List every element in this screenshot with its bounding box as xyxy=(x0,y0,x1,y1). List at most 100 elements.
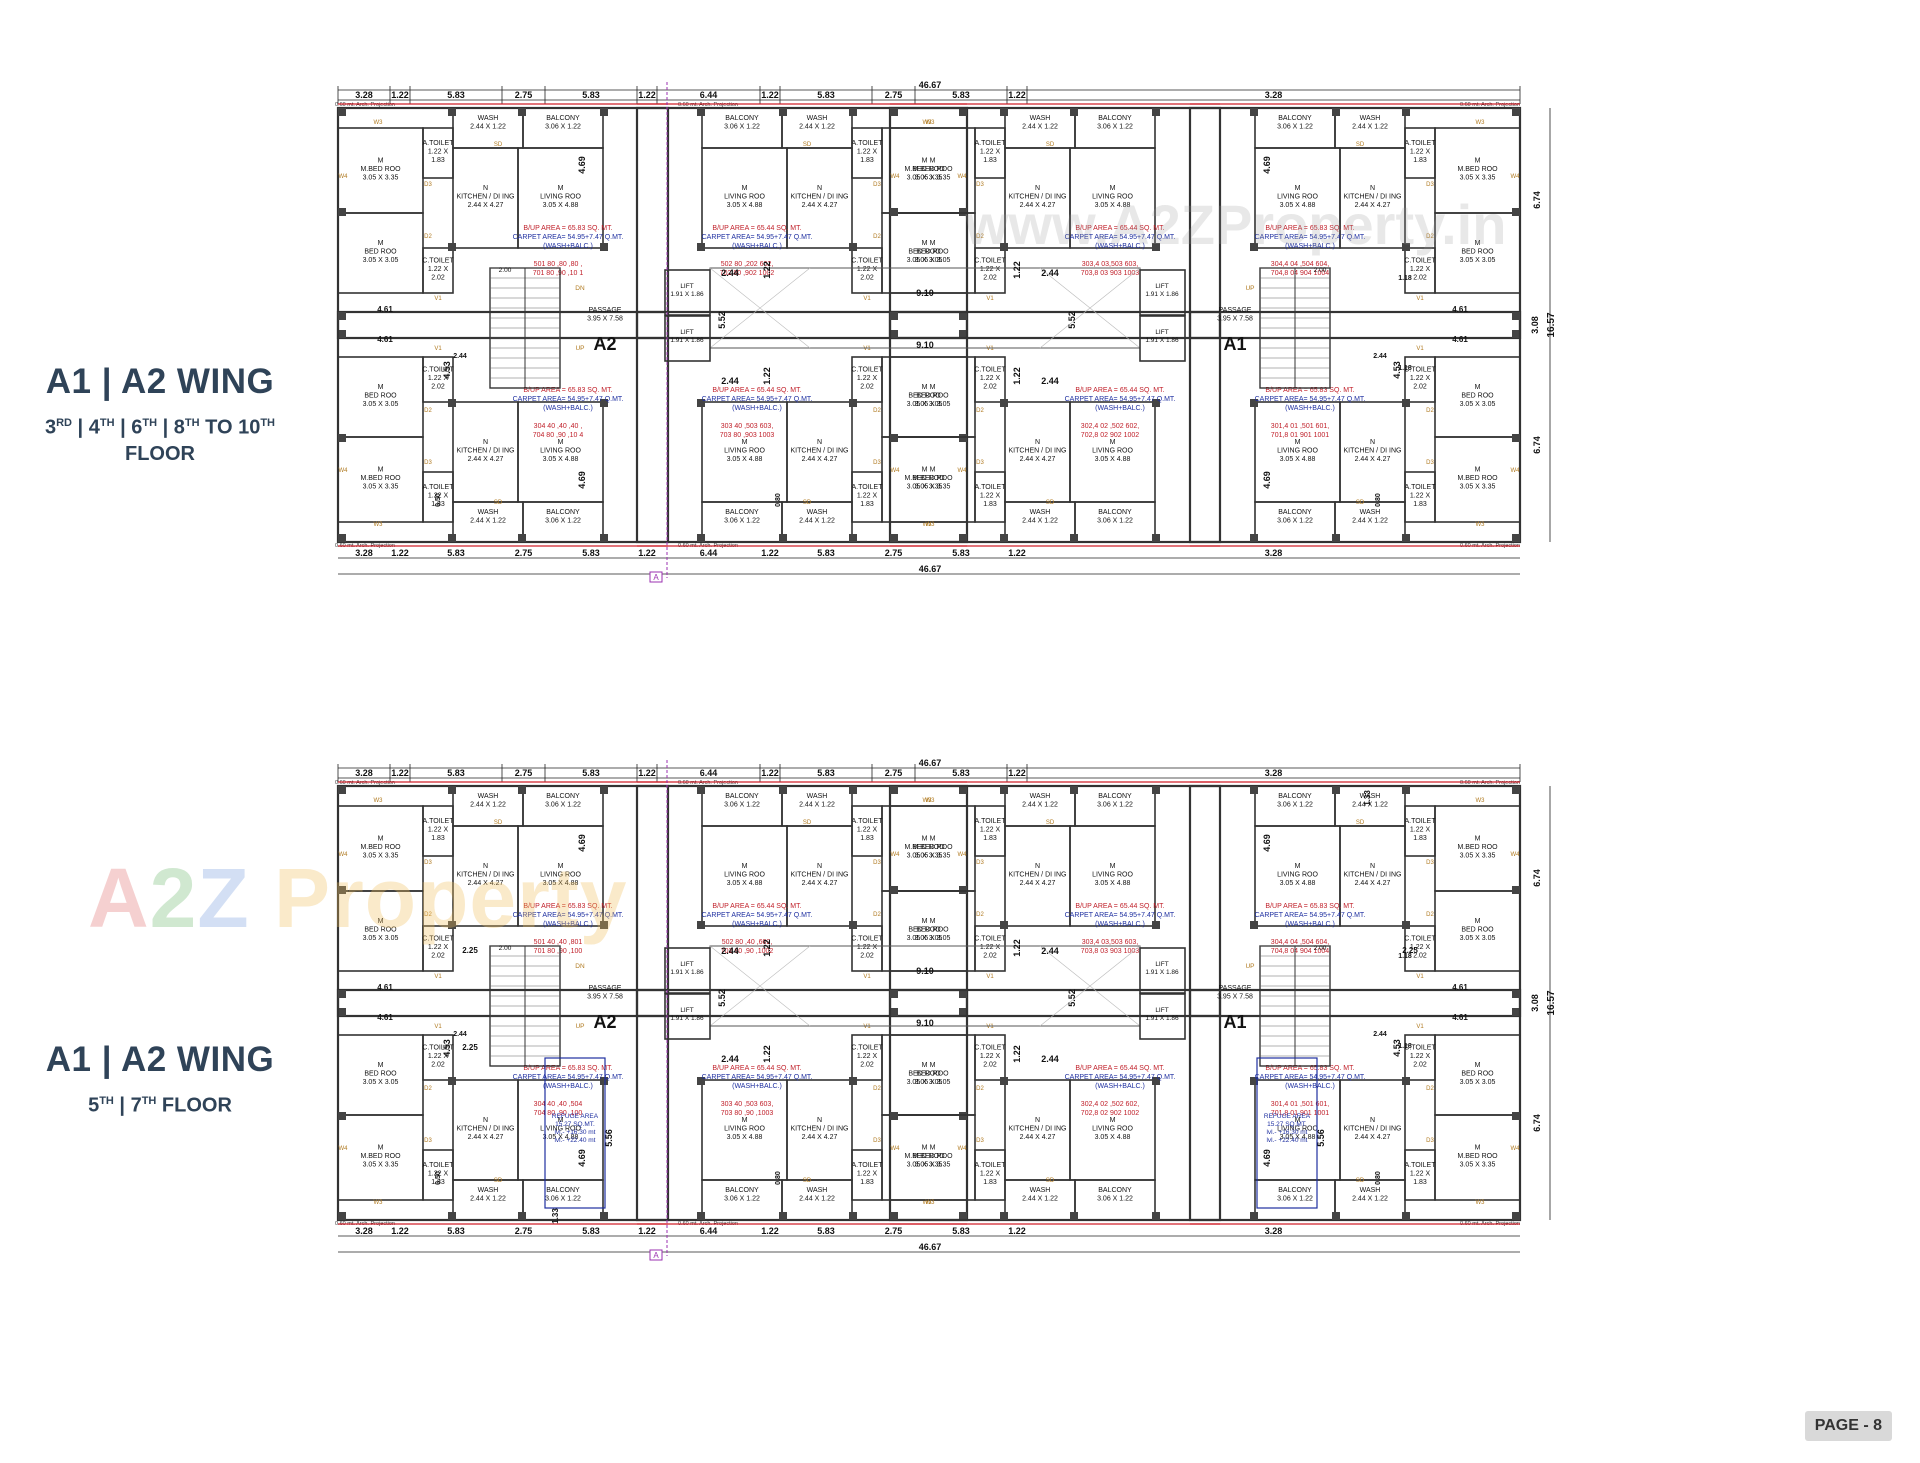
room-ctoilet xyxy=(422,1034,454,1081)
lift-shaft xyxy=(1139,269,1186,316)
flat-numbers: 501 40 ,40 ,801 xyxy=(534,939,583,946)
room-ctoilet xyxy=(974,925,1006,972)
lift-label: LIFT xyxy=(1155,1007,1168,1014)
room-label: BALCONY xyxy=(1098,1187,1132,1194)
column xyxy=(959,534,967,542)
window-label: V1 xyxy=(434,346,442,352)
room-label: M xyxy=(378,836,384,843)
column xyxy=(849,1077,857,1085)
column xyxy=(697,534,705,542)
apartment-outline xyxy=(336,784,670,1018)
column xyxy=(779,534,787,542)
segment-dimension: 3.28 xyxy=(1265,1226,1283,1236)
column xyxy=(1152,921,1160,929)
dimension-label: 1.22 xyxy=(1012,261,1022,279)
room-label: 3.05 X 3.05 xyxy=(915,935,951,942)
apartment-outline xyxy=(888,784,1222,1018)
room-living xyxy=(517,1079,604,1181)
lift-shaft xyxy=(1139,947,1186,994)
column xyxy=(1512,330,1520,338)
room-label: M xyxy=(378,240,384,247)
flat-numbers: 501 80 ,80 ,80 , xyxy=(534,261,583,268)
room-label: 2.44 X 4.27 xyxy=(468,202,504,209)
room-label: M xyxy=(1110,185,1116,192)
room-label: M xyxy=(1475,836,1481,843)
door-label: D2 xyxy=(1426,912,1434,918)
room-label: C.TOILET xyxy=(422,1045,454,1052)
arch-projection-label: 0.60 mt. Arch. Projection xyxy=(1460,780,1520,786)
room-label: M.BED ROO xyxy=(360,844,401,851)
column xyxy=(1152,399,1160,407)
column xyxy=(849,399,857,407)
refuge-area-label: 15.27 SQ.MT. xyxy=(1267,1121,1307,1128)
segment-dimension: 1.22 xyxy=(761,548,779,558)
room-label: 3.06 X 1.22 xyxy=(545,802,581,809)
room-label: 1.83 xyxy=(1413,1179,1427,1186)
room-label: 1.83 xyxy=(860,1179,874,1186)
room-label: 3.05 X 3.35 xyxy=(907,853,943,860)
column xyxy=(338,786,346,794)
carpet-area: CARPET AREA= 54.95+7.47 Q.MT. xyxy=(702,1074,813,1081)
segment-dimension: 6.44 xyxy=(700,1226,718,1236)
column xyxy=(600,921,608,929)
room-label: LIVING ROO xyxy=(724,448,765,455)
flat-numbers: 304 40 ,40 ,40 , xyxy=(534,423,583,430)
room-label: LIVING ROO xyxy=(724,872,765,879)
carpet-area-note: (WASH+BALC.) xyxy=(543,921,593,928)
room-label: 2.02 xyxy=(1413,275,1427,282)
column xyxy=(338,1008,346,1016)
refuge-area-label: lvl.- +22.40 mt xyxy=(554,1137,595,1144)
room-label: 3.05 X 4.88 xyxy=(727,202,763,209)
column xyxy=(1402,1212,1410,1220)
door-label: D3 xyxy=(976,1138,984,1144)
room-label: M xyxy=(1295,863,1301,870)
column xyxy=(448,786,456,794)
carpet-area: CARPET AREA= 54.95+7.47 Q.MT. xyxy=(513,234,624,241)
room-label: M.BED ROO xyxy=(1457,475,1498,482)
window-label: W3 xyxy=(926,1200,936,1206)
carpet-area: CARPET AREA= 54.95+7.47 Q.MT. xyxy=(1065,234,1176,241)
dimension-label: 4.61 xyxy=(377,1013,393,1022)
window-label: W4 xyxy=(1511,1146,1521,1152)
flat-numbers: 701 80 ,90 ,100 xyxy=(534,948,583,955)
floor-subtitle: 5TH | 7TH FLOOR xyxy=(88,1094,232,1117)
stair-dimension: 4.53 xyxy=(1392,1039,1402,1057)
dimension-label: 0.80 xyxy=(1375,493,1382,507)
room-label: 3.05 X 4.88 xyxy=(727,880,763,887)
segment-dimension: 5.83 xyxy=(447,768,465,778)
room-label: BED ROO xyxy=(908,393,941,400)
column xyxy=(600,1212,608,1220)
dimension-label: 2.44 xyxy=(1041,268,1059,278)
apartment-outline xyxy=(336,310,670,544)
segment-dimension: 3.28 xyxy=(1265,90,1283,100)
door-label: D3 xyxy=(873,1138,881,1144)
column xyxy=(448,1077,456,1085)
column xyxy=(959,1008,967,1016)
room-label: 3.06 X 1.22 xyxy=(545,124,581,131)
column xyxy=(959,434,967,442)
lobby-diagonal xyxy=(1039,945,1141,1027)
builtup-area: B/UP AREA = 65.44 SQ. MT. xyxy=(712,387,801,394)
column xyxy=(1512,1112,1520,1120)
window-label: V1 xyxy=(986,1024,994,1030)
room-label: BED ROO xyxy=(1461,927,1494,934)
lobby-width-dimension: 9.10 xyxy=(916,966,934,976)
column xyxy=(600,399,608,407)
dimension-label: 1.22 xyxy=(1012,1045,1022,1063)
room-label: WASH xyxy=(478,793,499,800)
window-label: V1 xyxy=(863,1024,871,1030)
page-number-badge: PAGE - 8 xyxy=(1804,1411,1892,1441)
room-label: 3.06 X 1.22 xyxy=(1097,802,1133,809)
dimension-label: 4.69 xyxy=(577,834,587,852)
dimension-label: 2.44 xyxy=(1041,946,1059,956)
room-label: M xyxy=(378,467,384,474)
door-label: D3 xyxy=(873,460,881,466)
room-label: M xyxy=(558,1117,564,1124)
column xyxy=(600,108,608,116)
column xyxy=(890,208,898,216)
column xyxy=(1512,434,1520,442)
room-label: A.TOILET xyxy=(423,818,455,825)
room-label: BALCONY xyxy=(546,509,580,516)
column xyxy=(959,786,967,794)
room-label: BED ROO xyxy=(364,393,397,400)
